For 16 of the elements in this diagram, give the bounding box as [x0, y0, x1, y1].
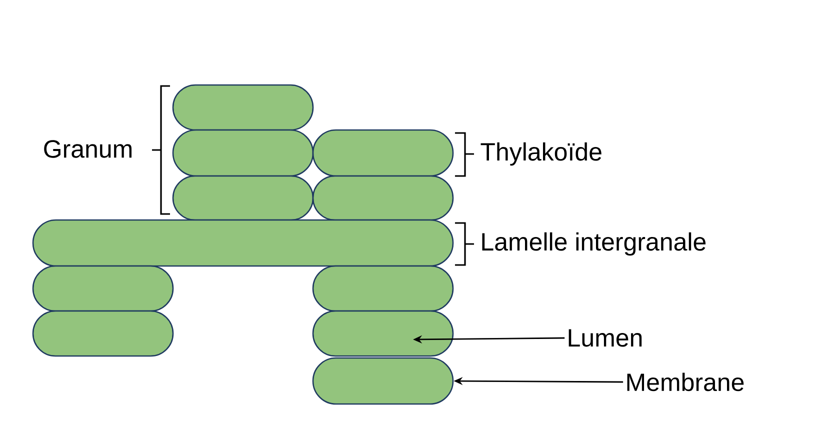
thylakoid: [312, 310, 454, 357]
thylakoid: [172, 129, 314, 177]
label-text: Lamelle intergranale: [482, 232, 706, 256]
label-text: Lumen: [568, 329, 642, 347]
thylakoid: [312, 175, 454, 221]
thylakoid: [32, 219, 454, 267]
thylakoid: [172, 175, 314, 221]
label-text: Thylakoïde: [480, 142, 602, 166]
thylakoid: [32, 310, 174, 357]
thylakoid: [312, 357, 454, 405]
thylakoid: [32, 265, 174, 312]
thylakoid: [172, 84, 314, 131]
label-text: Membrane: [627, 372, 744, 392]
thylakoid: [312, 129, 454, 177]
thylakoid: [312, 265, 454, 312]
label-text: Granum: [44, 140, 132, 158]
